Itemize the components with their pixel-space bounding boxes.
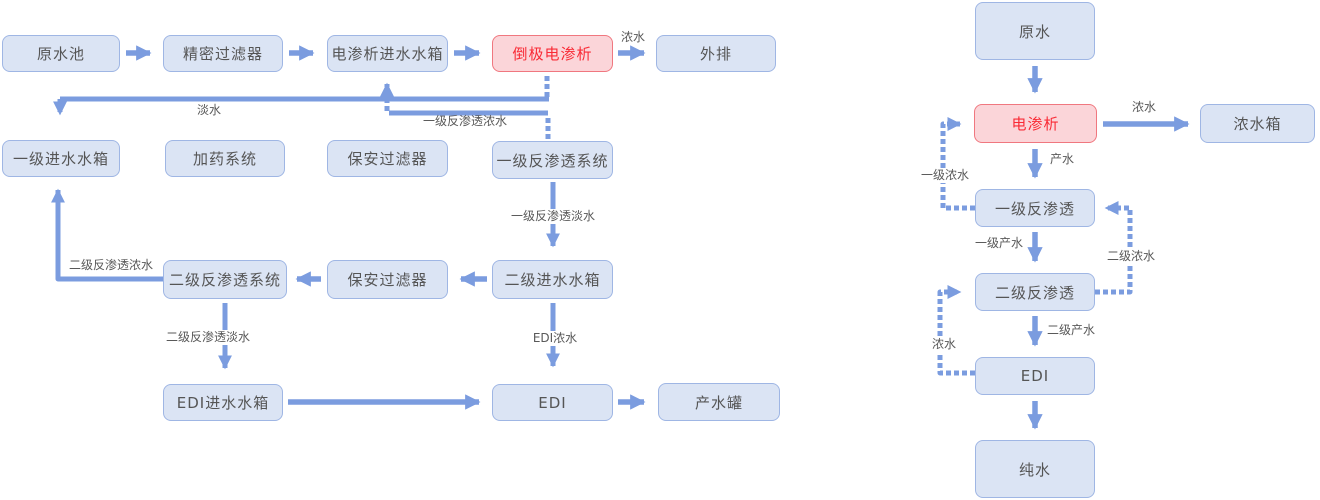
node-dosing-system: 加药系统 <box>165 140 285 177</box>
node-precision-filter: 精密过滤器 <box>163 35 283 72</box>
flow-label-concentrate: 浓水 <box>620 30 645 44</box>
node-electrodialysis: 电渗析 <box>974 104 1097 143</box>
flow-label-stage1-concentrate: 一级浓水 <box>916 168 974 183</box>
flow-label-concentrate-right: 浓水 <box>1131 100 1156 114</box>
straight-arrows <box>126 45 1190 430</box>
node-discharge: 外排 <box>656 35 776 72</box>
node-concentrate-tank: 浓水箱 <box>1200 104 1315 143</box>
node-stage2-ro-system: 二级反渗透系统 <box>163 260 287 299</box>
pipe-ediconc-to-s2ro <box>937 285 975 376</box>
flow-label-stage2-ro-permeate: 二级反渗透淡水 <box>164 330 251 345</box>
node-edi: EDI <box>492 384 613 421</box>
node-security-filter-2: 保安过滤器 <box>327 260 448 299</box>
node-edi-feed-tank: EDI进水水箱 <box>163 384 283 421</box>
flow-label-fresh-water: 淡水 <box>196 103 221 117</box>
node-ed-feed-tank: 电渗析进水水箱 <box>327 35 448 72</box>
recycle-pipes <box>51 76 1133 376</box>
node-edr: 倒极电渗析 <box>492 35 613 72</box>
node-stage1-ro-system: 一级反渗透系统 <box>492 141 613 179</box>
flow-label-stage1-ro-permeate: 一级反渗透淡水 <box>509 209 596 224</box>
flow-label-product-water: 产水 <box>1049 152 1074 166</box>
flow-label-stage1-ro-concentrate: 一级反渗透浓水 <box>422 114 507 128</box>
node-security-filter-1: 保安过滤器 <box>327 140 448 177</box>
pipe-s1conc-to-ed <box>940 117 975 211</box>
node-stage2-ro: 二级反渗透 <box>975 273 1095 311</box>
node-edi-right: EDI <box>975 357 1095 395</box>
flow-label-edi-concentrate: EDI浓水 <box>526 331 584 346</box>
flow-label-stage2-ro-concentrate: 二级反渗透浓水 <box>68 258 153 272</box>
node-stage1-ro: 一级反渗透 <box>975 189 1095 227</box>
flow-label-stage2-product: 二级产水 <box>1046 323 1095 337</box>
flow-label-edi-concentrate-return: 浓水 <box>928 337 960 352</box>
flow-label-stage2-concentrate: 二级浓水 <box>1102 249 1160 264</box>
pipe-s2conc-return <box>51 188 163 282</box>
node-product-tank: 产水罐 <box>658 383 780 421</box>
node-raw-water-pool: 原水池 <box>2 35 120 72</box>
node-stage1-feed-tank: 一级进水水箱 <box>2 140 120 177</box>
flow-label-stage1-product: 一级产水 <box>974 236 1023 250</box>
node-pure-water: 纯水 <box>975 440 1095 498</box>
node-raw-water: 原水 <box>975 2 1095 60</box>
node-stage2-feed-tank: 二级进水水箱 <box>492 260 613 299</box>
